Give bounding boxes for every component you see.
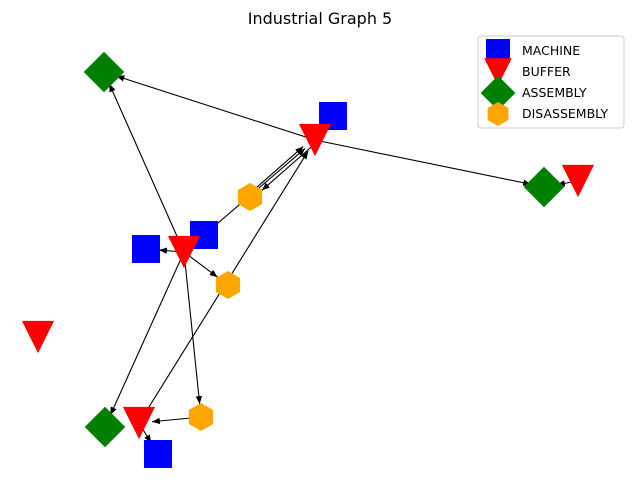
node-buffer_mid [167, 235, 201, 269]
legend-disassembly-marker [487, 102, 509, 126]
node-disasm_upper [237, 183, 263, 211]
node-disasm_bottom [188, 403, 214, 431]
legend-disassembly-label: DISASSEMBLY [522, 106, 608, 121]
edge-buffer_top-to-asm_top_left [116, 75, 316, 141]
legend-assembly-marker [480, 75, 516, 111]
edge-disasm_upper-to-buffer_top [247, 146, 304, 196]
node-asm_right [523, 166, 565, 208]
node-disasm_mid [215, 271, 241, 299]
legend-buffer-marker [484, 58, 512, 86]
edge-buffer_top-to-asm_right [314, 139, 532, 186]
node-buffer_right [561, 164, 595, 198]
nodes-layer [21, 51, 595, 468]
edge-buffer_mid-to-asm_bottom [109, 251, 185, 416]
node-buffer_bottom [122, 406, 156, 440]
edge-buffer_mid-to-asm_top_left [108, 83, 185, 253]
legend: MACHINE BUFFER ASSEMBLY DISASSEMBLY [477, 35, 625, 129]
legend-frame [477, 35, 625, 129]
legend-machine-label: MACHINE [522, 43, 580, 58]
node-asm_top_left [83, 51, 125, 93]
edge-buffer_mid-to-disasm_bottom [183, 251, 203, 405]
node-machine_mid_left [132, 235, 160, 263]
legend-buffer-label: BUFFER [522, 64, 571, 79]
node-buffer_isolated [21, 320, 55, 354]
node-asm_bottom [84, 406, 126, 448]
legend-assembly-label: ASSEMBLY [522, 85, 587, 100]
graph-title: Industrial Graph 5 [248, 9, 392, 28]
node-buffer_top [298, 123, 332, 157]
node-machine_bottom [144, 440, 172, 468]
edges-layer [108, 75, 579, 444]
edge-buffer_top-to-disasm_upper [261, 141, 318, 191]
